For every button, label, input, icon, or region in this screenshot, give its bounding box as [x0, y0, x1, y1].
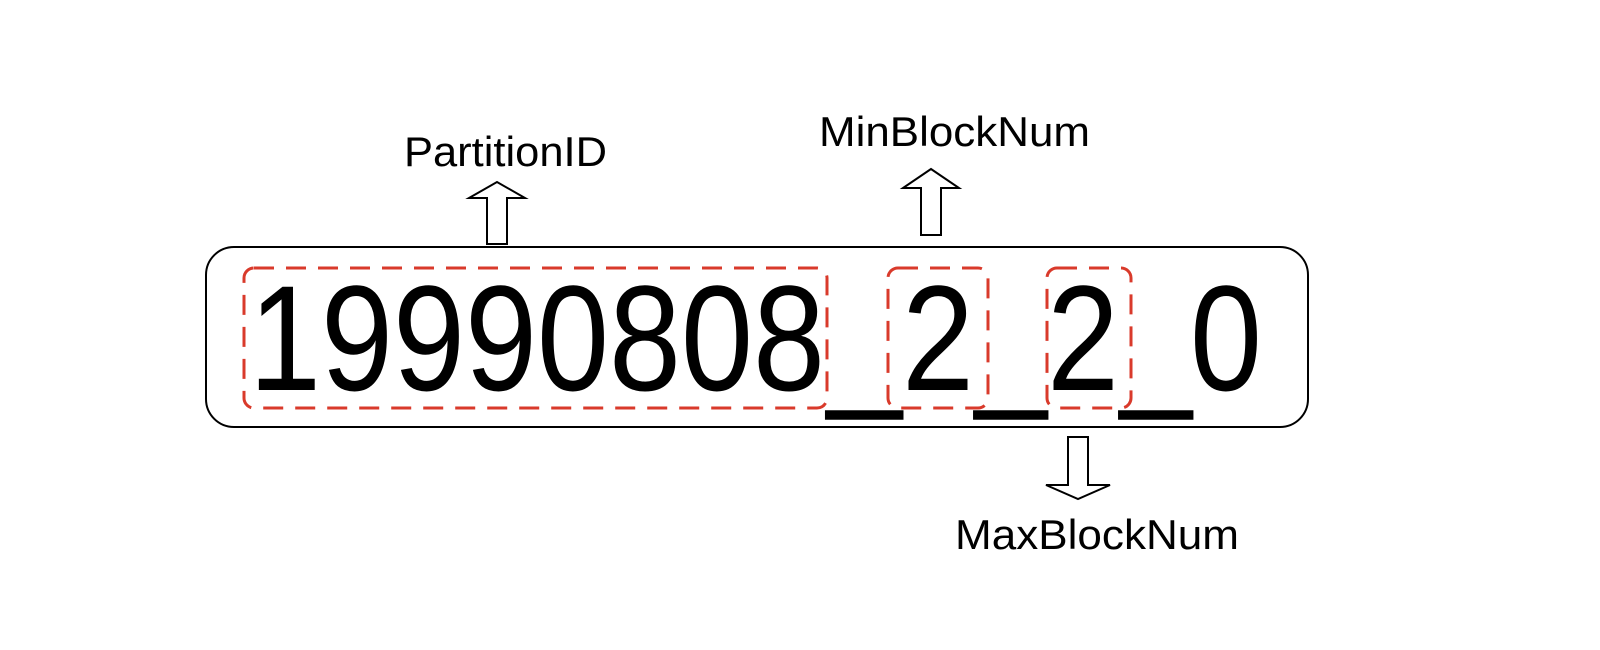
min-block-num-value: 2 [902, 254, 974, 422]
separator-underscore-3: _ [1117, 254, 1194, 422]
up-arrow-icon [465, 180, 529, 245]
filename-box [205, 246, 1309, 428]
down-arrow-icon [1045, 436, 1111, 501]
max-block-num-highlight [1045, 266, 1133, 410]
separator-underscore-1: _ [824, 254, 904, 422]
partition-id-label: PartitionID [404, 128, 607, 175]
separator-underscore-2: _ [972, 254, 1049, 422]
min-block-num-label: MinBlockNum [819, 108, 1090, 155]
min-block-num-highlight [886, 266, 990, 410]
partition-id-value: 19990808 [249, 254, 825, 422]
max-block-num-value: 2 [1047, 254, 1119, 422]
partition-id-highlight [242, 266, 829, 410]
level-value: 0 [1190, 254, 1262, 422]
up-arrow-icon [899, 167, 963, 236]
max-block-num-label: MaxBlockNum [955, 511, 1239, 558]
